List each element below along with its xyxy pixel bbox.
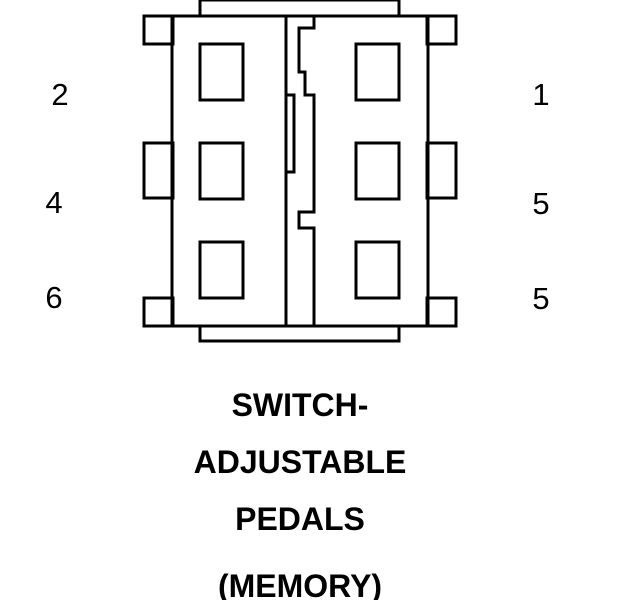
left-latch-top xyxy=(142,14,175,46)
cavity-4 xyxy=(198,141,245,201)
pin-label-left-1: 2 xyxy=(51,77,69,112)
caption-line-3: PEDALS xyxy=(235,501,365,537)
cavity-5b xyxy=(354,240,401,300)
caption-line-1: SWITCH- xyxy=(231,387,369,423)
cavity-5a xyxy=(354,141,401,201)
top-tab xyxy=(198,0,401,19)
pin-label-left-2: 4 xyxy=(45,185,63,220)
right-latch-middle xyxy=(425,141,458,200)
caption-line-4: (MEMORY) xyxy=(217,568,383,600)
pin-label-right-1: 1 xyxy=(532,77,550,112)
cavity-2 xyxy=(198,42,245,102)
pin-label-right-2: 5 xyxy=(532,186,550,221)
left-latch-middle xyxy=(142,141,175,200)
cavity-6 xyxy=(198,240,245,300)
center-key-notch xyxy=(286,93,296,174)
left-latch-bottom xyxy=(142,296,175,328)
bottom-tab xyxy=(198,324,401,343)
right-latch-top xyxy=(425,14,458,46)
pin-label-right-3: 5 xyxy=(532,281,550,316)
center-key-profile xyxy=(297,16,316,326)
pin-label-left-3: 6 xyxy=(45,280,63,315)
cavity-1 xyxy=(354,42,401,102)
right-latch-bottom xyxy=(425,296,458,328)
caption-line-2: ADJUSTABLE xyxy=(193,444,407,480)
